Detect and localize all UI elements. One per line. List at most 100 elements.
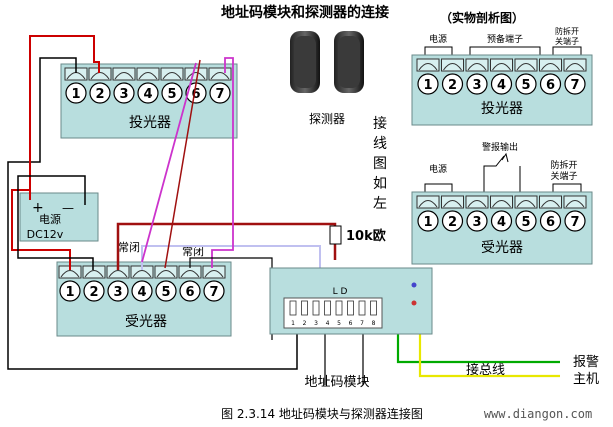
power-supply: + — 电源 DC12v <box>19 192 99 242</box>
svg-text:预备端子: 预备端子 <box>487 33 523 45</box>
terminal-number: 7 <box>215 87 224 102</box>
terminal: 6 <box>184 67 208 104</box>
terminal-number: 6 <box>185 285 194 300</box>
dip-switch: 3 <box>312 300 320 327</box>
host-label: 主机 <box>573 372 599 387</box>
terminal-number: 7 <box>570 78 579 93</box>
terminal: 3 <box>112 67 136 104</box>
terminal-number: 4 <box>497 215 506 230</box>
terminal: 1 <box>416 58 440 95</box>
terminal-number: 7 <box>209 285 218 300</box>
terminal-number: 1 <box>71 87 80 102</box>
svg-text:防拆开: 防拆开 <box>555 26 579 36</box>
terminal-number: 5 <box>167 87 176 102</box>
dip-switch-number: 7 <box>360 320 364 327</box>
terminal-number: 3 <box>472 78 481 93</box>
terminal-number: 5 <box>521 215 530 230</box>
terminal: 5 <box>160 67 184 104</box>
terminal-number: 2 <box>448 215 457 230</box>
nc-label-b: 常闭 <box>182 245 204 258</box>
terminal: 1 <box>58 265 82 302</box>
dip-switch-number: 5 <box>337 320 341 327</box>
terminal: 3 <box>465 195 489 232</box>
terminal-number: 4 <box>137 285 146 300</box>
terminal: 4 <box>136 67 160 104</box>
terminal: 6 <box>178 265 202 302</box>
left-transmitter-label: 投光器 <box>129 115 171 131</box>
side-note: 接 线 图 如 左 <box>373 115 387 212</box>
dip-switch-number: 6 <box>349 320 353 327</box>
svg-text:电源: 电源 <box>39 212 61 226</box>
terminal: 5 <box>514 195 538 232</box>
svg-text:电源: 电源 <box>429 163 447 175</box>
terminal-number: 1 <box>423 78 432 93</box>
terminal-number: 2 <box>89 285 98 300</box>
svg-text:图: 图 <box>373 156 387 172</box>
terminal-number: 5 <box>161 285 170 300</box>
right-receiver-label: 受光器 <box>481 240 523 256</box>
terminal: 6 <box>539 195 562 232</box>
svg-text:DC12v: DC12v <box>27 228 64 241</box>
terminal-number: 4 <box>497 78 506 93</box>
dip-switch: 8 <box>370 300 377 327</box>
alarm-label: 报警 <box>573 354 599 370</box>
terminal: 2 <box>82 265 106 302</box>
terminal: 3 <box>106 265 130 302</box>
detector-label: 探测器 <box>309 112 345 126</box>
watermark: www.diangon.com <box>484 407 592 421</box>
terminal: 7 <box>563 58 587 95</box>
dip-switch: 5 <box>335 300 343 327</box>
dip-switch-number: 3 <box>314 320 318 327</box>
svg-text:接: 接 <box>373 115 387 132</box>
terminal: 7 <box>563 195 587 232</box>
dip-switch: 2 <box>301 300 308 327</box>
dip-switch-number: 2 <box>303 320 307 327</box>
terminal-number: 6 <box>191 87 200 102</box>
figure-caption: 图 2.3.14 地址码模块与探测器连接图 <box>221 406 423 421</box>
address-module-label: 地址码模块 <box>304 375 369 390</box>
dip-switch: 6 <box>347 300 354 327</box>
nc-label-a: 常闭 <box>118 241 140 254</box>
detector-image <box>290 31 364 93</box>
terminal: 3 <box>465 58 489 95</box>
terminal-number: 2 <box>95 87 104 102</box>
terminal-number: 1 <box>65 285 74 300</box>
dip-switch-number: 1 <box>291 320 295 327</box>
real-analysis-title: （实物剖析图） <box>440 10 524 25</box>
terminal-number: 3 <box>113 285 122 300</box>
led-label: L D <box>333 287 348 297</box>
dip-switch-number: 4 <box>326 320 330 327</box>
terminal: 7 <box>202 265 226 302</box>
svg-text:线: 线 <box>373 136 387 152</box>
terminal: 5 <box>154 265 178 302</box>
terminal-number: 6 <box>546 215 555 230</box>
svg-text:左: 左 <box>373 196 387 212</box>
terminal-number: 5 <box>521 78 530 93</box>
right-transmitter-label: 投光器 <box>481 101 523 117</box>
svg-text:—: — <box>62 201 74 215</box>
resistor <box>329 225 342 245</box>
left-receiver-label: 受光器 <box>125 314 167 330</box>
svg-text:关端子: 关端子 <box>555 36 579 46</box>
terminal-number: 3 <box>472 215 481 230</box>
terminal-number: 4 <box>143 87 152 102</box>
terminal-number: 1 <box>423 215 432 230</box>
dip-switch: 4 <box>324 300 331 327</box>
svg-text:如: 如 <box>373 176 387 192</box>
dip-switch-number: 8 <box>372 320 376 327</box>
terminal-number: 6 <box>546 78 555 93</box>
svg-text:+: + <box>32 200 44 216</box>
terminal-number: 7 <box>570 215 579 230</box>
resistor-label: 10k欧 <box>346 228 386 244</box>
wires <box>7 35 560 385</box>
svg-text:防拆开: 防拆开 <box>550 159 577 171</box>
diagram-title: 地址码模块和探测器的连接 <box>221 4 389 21</box>
terminal-number: 2 <box>448 78 457 93</box>
svg-text:警报输出: 警报输出 <box>482 141 518 153</box>
